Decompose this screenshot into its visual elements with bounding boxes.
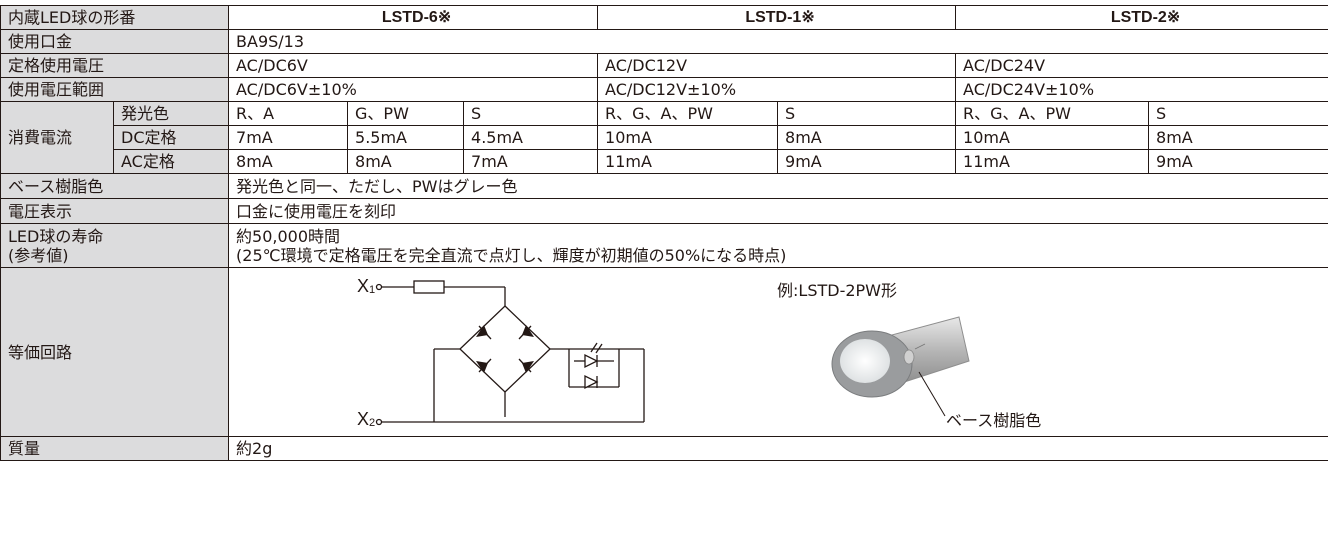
model-lstd-2: LSTD-2※ bbox=[955, 5, 1328, 30]
voltage-range-1: AC/DC12V±10% bbox=[597, 77, 957, 102]
led-symbol bbox=[568, 342, 620, 389]
terminal-x2-label: X2 bbox=[357, 408, 376, 432]
base-color-row: ベース樹脂色 発光色と同一、ただし、PWはグレー色 bbox=[0, 173, 1328, 199]
current-ac-cell: 11mA bbox=[597, 149, 779, 174]
voltage-mark-row: 電圧表示 口金に使用電圧を刻印 bbox=[0, 198, 1328, 224]
circuit-label: 等価回路 bbox=[0, 267, 230, 437]
led-bulb-photo bbox=[831, 315, 970, 416]
terminal-x2-sub: 2 bbox=[369, 416, 376, 429]
rated-voltage-row: 定格使用電圧 AC/DC6V AC/DC12V AC/DC24V bbox=[0, 53, 1328, 78]
current-dc-cell: 10mA bbox=[597, 125, 779, 150]
mass-row: 質量 約2g bbox=[0, 436, 1328, 461]
current-ac-cell: 7mA bbox=[463, 149, 599, 174]
model-lstd-6: LSTD-6※ bbox=[228, 5, 599, 30]
rated-voltage-1: AC/DC12V bbox=[597, 53, 957, 78]
current-ac-cell: 9mA bbox=[1148, 149, 1328, 174]
life-label: LED球の寿命 (参考値) bbox=[0, 223, 230, 268]
current-ac-row: AC定格 8mA 8mA 7mA 11mA 9mA 11mA 9mA bbox=[1, 149, 1328, 174]
mass-label: 質量 bbox=[0, 436, 230, 461]
model-label: 内蔵LED球の形番 bbox=[0, 5, 230, 30]
spec-table: 内蔵LED球の形番 LSTD-6※ LSTD-1※ LSTD-2※ 使用口金 B… bbox=[0, 5, 1328, 461]
bridge-rectifier-symbol bbox=[459, 304, 551, 393]
model-lstd-1: LSTD-1※ bbox=[597, 5, 957, 30]
base-value: BA9S/13 bbox=[228, 29, 1328, 54]
current-color-cell: R、A bbox=[228, 101, 349, 126]
terminal-x1-sub: 1 bbox=[369, 283, 376, 296]
voltage-range-label: 使用電圧範囲 bbox=[0, 77, 230, 102]
current-color-cell: S bbox=[1148, 101, 1328, 126]
current-dc-row: DC定格 7mA 5.5mA 4.5mA 10mA 8mA 10mA 8mA bbox=[1, 125, 1328, 150]
current-ac-cell: 8mA bbox=[347, 149, 465, 174]
circuit-cell: X1 X2 bbox=[228, 267, 1328, 437]
mass-value: 約2g bbox=[228, 436, 1328, 461]
current-color-cell: S bbox=[463, 101, 599, 126]
current-dc-cell: 4.5mA bbox=[463, 125, 599, 150]
rated-voltage-2: AC/DC24V bbox=[955, 53, 1328, 78]
current-color-cell: R、G、A、PW bbox=[955, 101, 1150, 126]
life-value: 約50,000時間 (25℃環境で定格電圧を完全直流で点灯し、輝度が初期値の50… bbox=[228, 223, 1328, 268]
current-color-label: 発光色 bbox=[112, 101, 230, 126]
life-value-line1: 約50,000時間 bbox=[236, 226, 341, 246]
current-ac-cell: 9mA bbox=[777, 149, 957, 174]
circuit-row: 等価回路 X1 X2 bbox=[0, 267, 1328, 437]
base-color-value: 発光色と同一、ただし、PWはグレー色 bbox=[228, 173, 1328, 199]
life-row: LED球の寿命 (参考値) 約50,000時間 (25℃環境で定格電圧を完全直流… bbox=[0, 223, 1328, 268]
circuit-area: X1 X2 bbox=[230, 269, 1328, 436]
current-ac-cell: 8mA bbox=[228, 149, 349, 174]
rated-voltage-6: AC/DC6V bbox=[228, 53, 599, 78]
current-color-row: 消費電流 発光色 R、A G、PW S R、G、A、PW S R、G、A、PW … bbox=[0, 101, 1328, 174]
life-value-line2: (25℃環境で定格電圧を完全直流で点灯し、輝度が初期値の50%になる時点) bbox=[236, 245, 787, 265]
example-label: 例:LSTD-2PW形 bbox=[777, 280, 897, 300]
voltage-range-6: AC/DC6V±10% bbox=[228, 77, 599, 102]
voltage-range-row: 使用電圧範囲 AC/DC6V±10% AC/DC12V±10% AC/DC24V… bbox=[0, 77, 1328, 102]
voltage-range-2: AC/DC24V±10% bbox=[955, 77, 1328, 102]
base-resin-callout: ベース樹脂色 bbox=[946, 410, 1042, 430]
base-color-label: ベース樹脂色 bbox=[0, 173, 230, 199]
terminal-x1 bbox=[375, 283, 415, 290]
current-dc-cell: 10mA bbox=[955, 125, 1150, 150]
current-color-cell: G、PW bbox=[347, 101, 465, 126]
current-dc-cell: 7mA bbox=[228, 125, 349, 150]
current-label: 消費電流 bbox=[0, 101, 114, 174]
current-dc-cell: 8mA bbox=[777, 125, 957, 150]
header-row: 内蔵LED球の形番 LSTD-6※ LSTD-1※ LSTD-2※ bbox=[0, 5, 1328, 30]
terminal-x2-letter: X bbox=[357, 408, 370, 429]
current-ac-label: AC定格 bbox=[112, 149, 230, 174]
resistor-symbol bbox=[413, 279, 445, 294]
current-dc-cell: 8mA bbox=[1148, 125, 1328, 150]
current-dc-cell: 5.5mA bbox=[347, 125, 465, 150]
current-color-cell: R、G、A、PW bbox=[597, 101, 779, 126]
rated-voltage-label: 定格使用電圧 bbox=[0, 53, 230, 78]
base-callout-line bbox=[918, 371, 946, 416]
life-label-line1: LED球の寿命 bbox=[8, 226, 104, 246]
terminal-x1-letter: X bbox=[357, 275, 370, 296]
current-dc-label: DC定格 bbox=[112, 125, 230, 150]
voltage-mark-label: 電圧表示 bbox=[0, 198, 230, 224]
current-ac-cell: 11mA bbox=[955, 149, 1150, 174]
base-row: 使用口金 BA9S/13 bbox=[0, 29, 1328, 54]
base-label: 使用口金 bbox=[0, 29, 230, 54]
terminal-x1-label: X1 bbox=[357, 275, 376, 299]
equivalent-circuit-diagram bbox=[375, 279, 645, 425]
life-label-line2: (参考値) bbox=[8, 245, 69, 265]
terminal-x2 bbox=[375, 418, 435, 425]
voltage-mark-value: 口金に使用電圧を刻印 bbox=[228, 198, 1328, 224]
current-color-cell: S bbox=[777, 101, 957, 126]
